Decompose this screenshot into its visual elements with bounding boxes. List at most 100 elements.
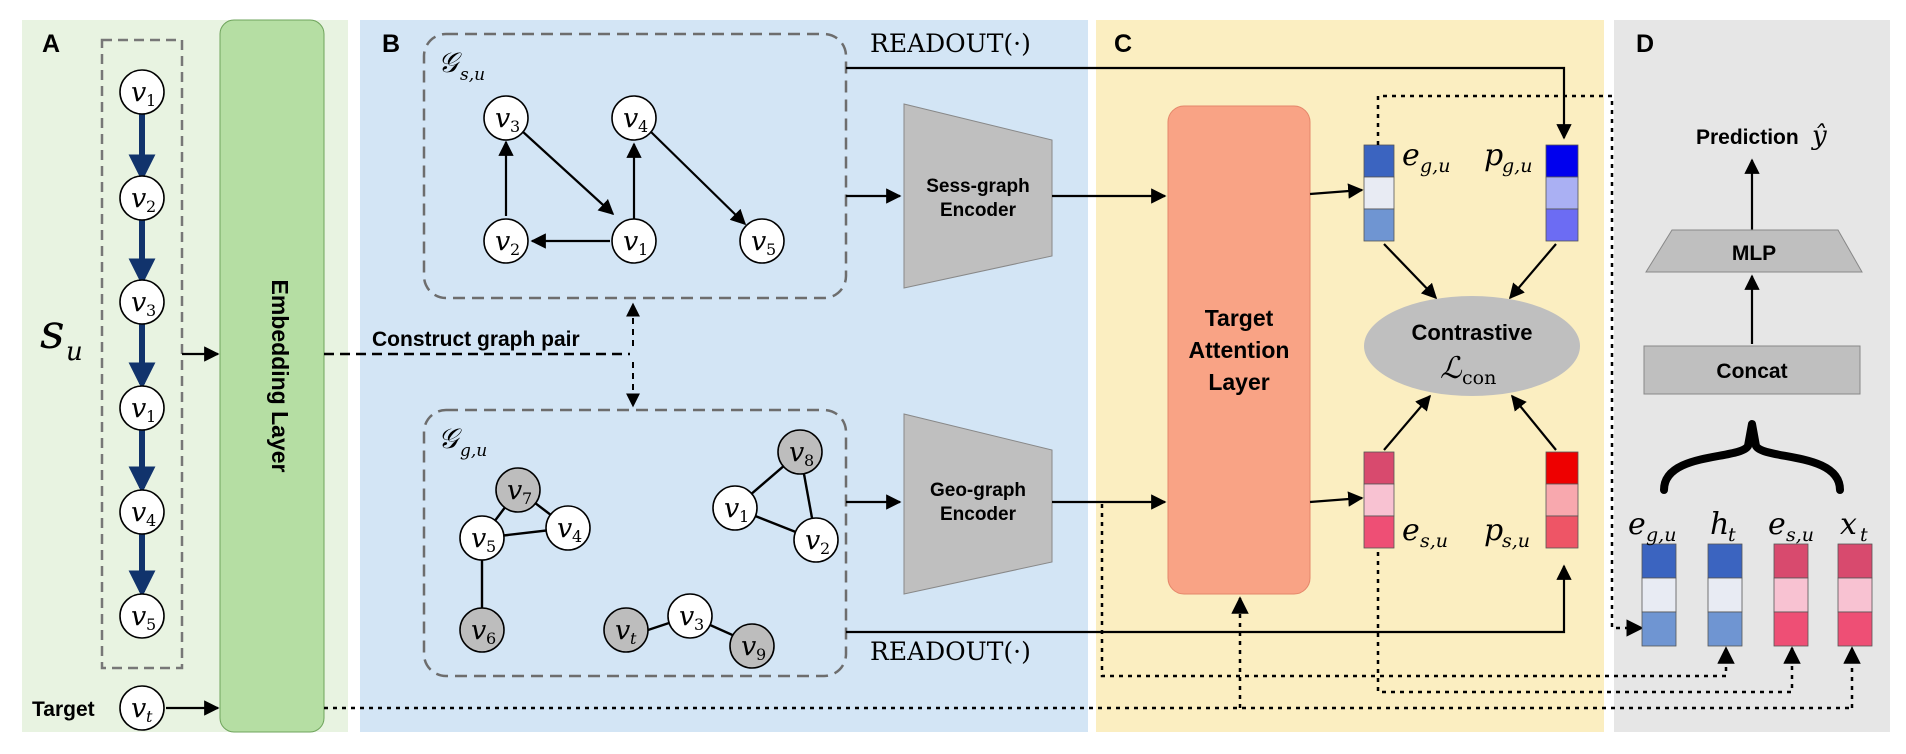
svg-text:e: e — [1628, 507, 1646, 542]
svg-text:2: 2 — [146, 197, 156, 216]
svg-text:1: 1 — [638, 240, 648, 259]
svg-text:1: 1 — [146, 91, 156, 110]
panel-letter-a: A — [42, 30, 60, 58]
contrastive-arrows — [1383, 243, 1557, 451]
svg-text:2: 2 — [510, 240, 520, 259]
vector-p-su-label: ps,u — [1484, 513, 1530, 552]
svg-text:s: s — [40, 304, 65, 360]
svg-text:t: t — [1860, 524, 1868, 546]
svg-text:t: t — [630, 629, 637, 648]
svg-text:1: 1 — [146, 407, 156, 426]
dotted-top-link — [1376, 94, 1644, 637]
concat-vector-e-su — [1773, 543, 1809, 647]
svg-text:9: 9 — [756, 645, 766, 664]
svg-text:v: v — [131, 183, 146, 214]
sequence-label: s u — [40, 304, 83, 367]
svg-text:v: v — [623, 103, 638, 134]
svg-text:e: e — [1768, 507, 1786, 542]
svg-text:t: t — [146, 707, 153, 726]
vector-e-gu — [1363, 144, 1395, 242]
svg-text:v: v — [495, 103, 510, 134]
svg-text:v: v — [557, 513, 572, 544]
geo-graph-encoder — [903, 413, 1053, 595]
svg-text:v: v — [131, 287, 146, 318]
svg-text:Prediction: Prediction — [1696, 126, 1799, 149]
svg-text:v: v — [131, 601, 146, 632]
construct-graph-pair-label: Construct graph pair — [372, 328, 580, 351]
svg-text:v: v — [507, 475, 522, 506]
svg-text:v: v — [131, 693, 146, 724]
svg-text:v: v — [131, 77, 146, 108]
readout-top-label: READOUT(·) — [870, 29, 1031, 58]
svg-text:v: v — [679, 601, 694, 632]
dotted-geo-to-ht — [1100, 504, 1735, 678]
panel-letter-d: D — [1636, 30, 1654, 58]
svg-text:h: h — [1710, 507, 1729, 542]
concat-vector-h-t — [1707, 543, 1743, 647]
svg-text:g,u: g,u — [460, 441, 487, 461]
session-graph-edges — [498, 130, 747, 249]
sess-graph-encoder — [903, 103, 1053, 289]
svg-text:g,u: g,u — [1502, 155, 1532, 177]
svg-text:p: p — [1484, 138, 1503, 173]
svg-text:ℒ: ℒ — [1440, 351, 1463, 386]
svg-text:5: 5 — [766, 240, 776, 259]
prediction-label: Prediction ŷ — [1696, 121, 1827, 151]
svg-text:s,u: s,u — [460, 65, 485, 85]
readout-bottom-arrow — [846, 564, 1572, 634]
svg-text:x: x — [1840, 507, 1857, 542]
geo-graph-box — [422, 408, 848, 678]
geo-graph-encoder-label-line2: Encoder — [940, 504, 1017, 525]
contrastive-loss-node — [1364, 296, 1580, 396]
svg-text:g,u: g,u — [1646, 524, 1676, 546]
target-attention-label-line2: Attention — [1189, 337, 1290, 363]
geo-graph-encoder-label-line1: Geo-graph — [930, 480, 1026, 501]
svg-text:u: u — [66, 337, 83, 367]
svg-text:v: v — [789, 437, 804, 468]
svg-text:v: v — [623, 226, 638, 257]
concat-vector-label: ht — [1710, 507, 1736, 546]
svg-text:ŷ: ŷ — [1811, 121, 1827, 151]
svg-text:5: 5 — [486, 537, 496, 556]
panel-letter-b: B — [382, 30, 400, 58]
concat-vector-e-gu — [1641, 543, 1677, 647]
svg-text:t: t — [1728, 524, 1736, 546]
target-label: Target — [32, 698, 95, 721]
vector-p-su — [1545, 451, 1579, 549]
concat-vector-x-t — [1837, 543, 1873, 647]
svg-text:3: 3 — [694, 615, 704, 634]
sess-graph-encoder-label-line2: Encoder — [940, 200, 1017, 221]
target-attention-label-line3: Layer — [1208, 369, 1269, 395]
mlp-block — [1645, 229, 1863, 273]
sess-graph-encoder-label-line1: Sess-graph — [926, 176, 1029, 197]
encoder-output-arrows — [1052, 183, 1364, 510]
embedding-layer — [219, 19, 325, 733]
svg-text:s,u: s,u — [1786, 524, 1814, 546]
svg-text:v: v — [131, 497, 146, 528]
readout-bottom-label: READOUT(·) — [870, 637, 1031, 666]
